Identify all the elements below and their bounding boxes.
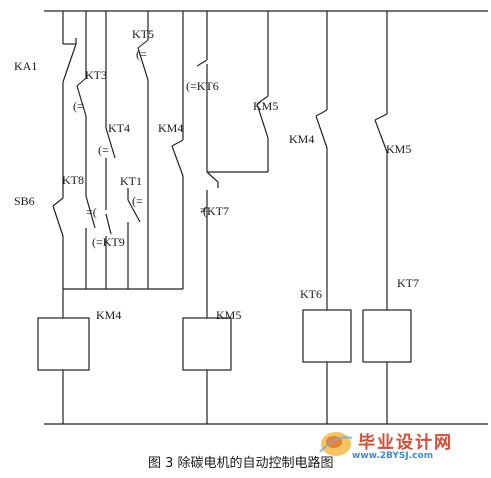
- km4-contact-switch: [171, 145, 184, 177]
- label-km4-contact: KM4: [158, 121, 184, 135]
- label-kt4: KT4: [108, 121, 130, 135]
- label-kt5: KT5: [132, 27, 154, 41]
- kt4-switch: [105, 127, 116, 159]
- figure-caption: 图 3 除碳电机的自动控制电路图: [148, 456, 334, 471]
- label-sb6: SB6: [14, 194, 35, 208]
- label-kt9-contact: (=KT9: [92, 235, 125, 249]
- kt7-tick-mark: ≠: [200, 203, 207, 217]
- kt7-coil-box: [362, 309, 412, 363]
- km5-contact-switch: [256, 103, 269, 139]
- label-kt6-contact: (=KT6: [186, 79, 219, 93]
- label-km4-coil: KM4: [96, 308, 122, 322]
- label-kt6-coil: KT6: [300, 287, 322, 301]
- label-kt7-coil: KT7: [397, 276, 419, 290]
- label-km4-right: KM4: [289, 132, 315, 146]
- watermark-url: www.2BYSJ.com: [352, 451, 434, 461]
- watermark-logo-icon: [319, 432, 353, 456]
- kt3-switch: [76, 85, 87, 117]
- km4-right-switch: [315, 115, 328, 149]
- label-ka1: KA1: [14, 59, 38, 73]
- sb6-switch: [52, 205, 64, 237]
- km5-right-switch: [374, 119, 388, 153]
- km4-coil-box: [37, 317, 90, 371]
- label-kt1-symbol: (=: [132, 194, 143, 208]
- label-kt3: KT3: [85, 68, 107, 82]
- kt1-switch: [127, 199, 141, 223]
- label-km5-right: KM5: [386, 142, 412, 156]
- kt8-switch: [85, 195, 96, 229]
- km5-coil-box: [182, 317, 232, 371]
- kt6-coil-box: [302, 309, 352, 363]
- kt5-switch: [137, 47, 149, 81]
- label-kt7-contact: (KT7: [203, 204, 229, 218]
- label-kt5-symbol: (=: [136, 47, 147, 61]
- label-kt3-symbol: (=: [73, 99, 84, 113]
- label-kt8-symbol: =(: [86, 205, 97, 219]
- label-kt4-symbol: (=: [98, 143, 109, 157]
- label-km5-contact: KM5: [253, 99, 279, 113]
- label-kt8: KT8: [62, 173, 84, 187]
- label-km5-coil: KM5: [216, 308, 242, 322]
- label-kt1: KT1: [120, 174, 142, 188]
- watermark-title: 毕业设计网: [358, 433, 453, 453]
